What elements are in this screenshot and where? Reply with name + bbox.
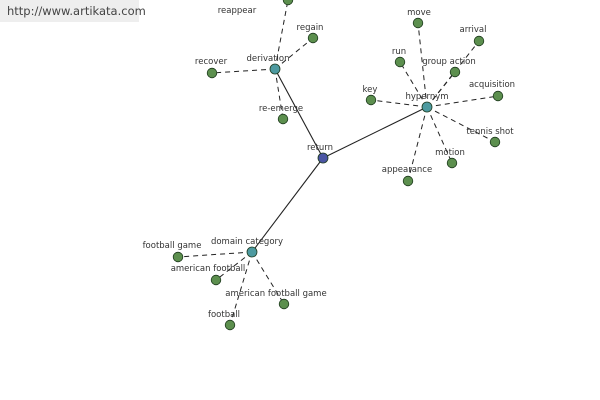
node-football-game[interactable] <box>172 251 184 263</box>
node-recover[interactable] <box>206 67 218 79</box>
edge-return-domain-category <box>251 157 324 253</box>
label-hypernym: hypernym <box>405 92 448 102</box>
node-american-football[interactable] <box>210 274 222 286</box>
node-reappear[interactable] <box>282 0 294 6</box>
node-group-action[interactable] <box>449 66 461 78</box>
node-move[interactable] <box>412 17 424 29</box>
node-appearance[interactable] <box>402 175 414 187</box>
label-arrival: arrival <box>459 25 486 35</box>
edge-return-hypernym <box>322 106 428 159</box>
label-group-action: group action <box>422 57 476 67</box>
label-acquisition: acquisition <box>469 80 515 90</box>
label-re-emerge: re-emerge <box>259 104 303 114</box>
node-derivation[interactable] <box>269 63 281 75</box>
node-return[interactable] <box>317 152 329 164</box>
url-banner: http://www.artikata.com <box>0 0 146 22</box>
label-derivation: derivation <box>246 54 289 64</box>
edge-derivation-regain <box>274 37 314 70</box>
graph-edges <box>177 0 499 326</box>
node-american-football-game[interactable] <box>278 298 290 310</box>
node-run[interactable] <box>394 56 406 68</box>
edge-domain-category-football-game <box>177 251 253 258</box>
node-regain[interactable] <box>307 32 319 44</box>
edge-hypernym-acquisition <box>426 95 499 108</box>
edge-derivation-reappear <box>274 0 289 70</box>
label-key: key <box>363 85 378 95</box>
edge-hypernym-key <box>370 99 428 108</box>
edge-hypernym-group-action <box>426 71 456 108</box>
edge-return-derivation <box>274 68 324 159</box>
label-return: return <box>307 143 333 153</box>
node-football[interactable] <box>224 319 236 331</box>
node-key[interactable] <box>365 94 377 106</box>
label-american-football-game: american football game <box>225 289 326 299</box>
label-regain: regain <box>297 23 324 33</box>
node-hypernym[interactable] <box>421 101 433 113</box>
label-american-football: american football <box>171 264 246 274</box>
node-motion[interactable] <box>446 157 458 169</box>
node-arrival[interactable] <box>473 35 485 47</box>
edge-domain-category-football <box>229 251 253 326</box>
label-run: run <box>392 47 406 57</box>
label-reappear: reappear <box>218 6 257 16</box>
edge-derivation-recover <box>211 68 276 74</box>
label-recover: recover <box>195 57 228 67</box>
label-tennis-shot: tennis shot <box>466 127 514 137</box>
edge-hypernym-appearance <box>407 106 428 182</box>
label-move: move <box>407 8 431 18</box>
node-re-emerge[interactable] <box>277 113 289 125</box>
label-football-game: football game <box>143 241 202 251</box>
node-domain-category[interactable] <box>246 246 258 258</box>
label-motion: motion <box>435 148 465 158</box>
edge-domain-category-american-football <box>215 251 253 281</box>
node-tennis-shot[interactable] <box>489 136 501 148</box>
label-domain-category: domain category <box>211 237 283 247</box>
edge-hypernym-tennis-shot <box>426 106 496 143</box>
edge-hypernym-motion <box>426 106 453 164</box>
node-acquisition[interactable] <box>492 90 504 102</box>
label-appearance: appearance <box>382 165 432 175</box>
site-url-link[interactable]: http://www.artikata.com <box>7 4 146 18</box>
label-football: football <box>208 310 240 320</box>
graph-nodes: reappear regain recover re-emerge move arriva… <box>143 0 515 331</box>
edge-domain-category-american-football-game <box>251 251 285 305</box>
